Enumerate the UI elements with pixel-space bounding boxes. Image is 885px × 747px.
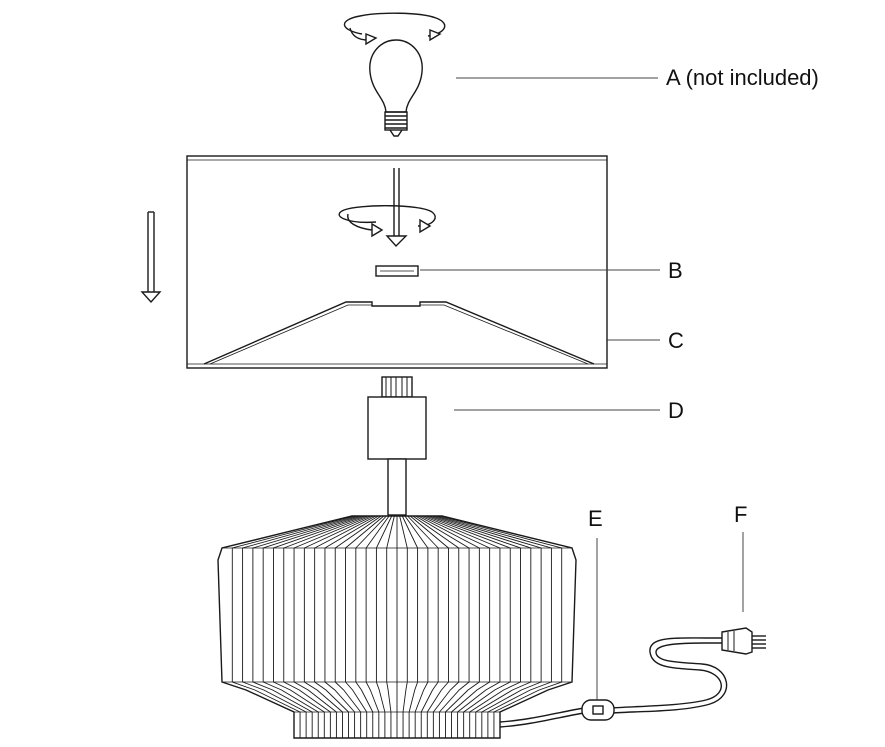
label-d: D — [668, 398, 684, 423]
power-cord — [499, 637, 728, 728]
down-arrow-icon — [385, 168, 408, 248]
label-e: E — [588, 506, 603, 531]
down-arrow-icon — [140, 211, 162, 304]
rotate-arrow-icon — [338, 205, 436, 238]
cord-switch — [581, 699, 615, 721]
finial — [375, 265, 419, 277]
label-a: A (not included) — [666, 65, 819, 90]
lamp-base — [217, 515, 577, 739]
label-f: F — [734, 502, 747, 527]
light-bulb — [369, 39, 423, 137]
socket — [367, 376, 427, 516]
leader-lines — [420, 77, 744, 700]
plug — [721, 627, 766, 655]
label-b: B — [668, 258, 683, 283]
lamp-shade — [186, 155, 608, 369]
rotate-arrow-icon — [343, 12, 446, 46]
label-c: C — [668, 328, 684, 353]
